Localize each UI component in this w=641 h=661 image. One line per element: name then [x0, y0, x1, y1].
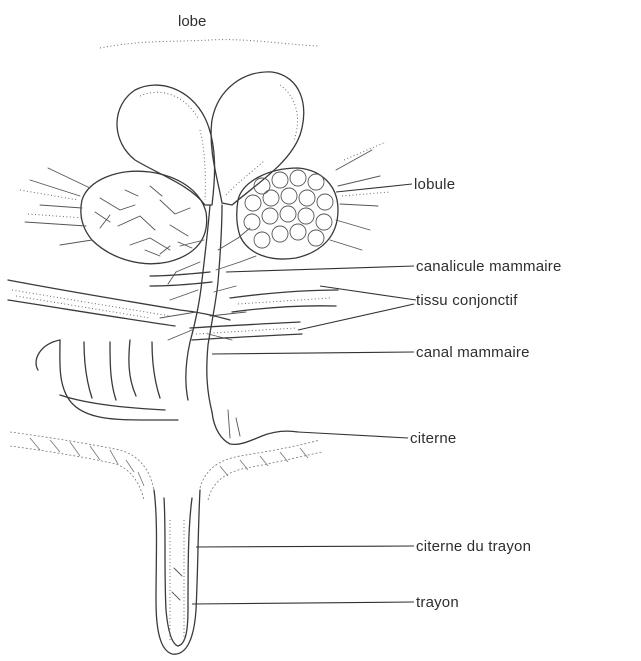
alveolar-sacs: [117, 72, 304, 205]
udder-wall: [10, 432, 322, 500]
label-trayon: trayon: [416, 594, 459, 611]
connective-tissue: [8, 272, 338, 340]
leader-tissu-lower: [298, 304, 414, 330]
leader-citerne: [298, 432, 408, 438]
leader-tissu-upper: [320, 286, 416, 300]
leader-citerne-trayon: [196, 546, 414, 547]
leader-canalicule: [226, 266, 414, 272]
lobe-label: lobe: [178, 13, 206, 30]
leader-lobule: [336, 184, 412, 192]
left-lobule: [20, 168, 207, 264]
lobe-bracket: [100, 40, 318, 48]
label-citerne: citerne: [410, 430, 456, 447]
label-citerne-trayon: citerne du trayon: [416, 538, 531, 555]
leader-lines: [192, 184, 416, 604]
leader-trayon: [192, 602, 414, 604]
label-lobule: lobule: [414, 176, 455, 193]
label-canal: canal mammaire: [416, 344, 530, 361]
cistern: [36, 340, 298, 444]
teat: [154, 490, 200, 654]
right-lobule: [237, 142, 390, 259]
leader-canal: [212, 352, 414, 354]
label-canalicule: canalicule mammaire: [416, 258, 562, 275]
label-tissu: tissu conjonctif: [416, 292, 518, 309]
